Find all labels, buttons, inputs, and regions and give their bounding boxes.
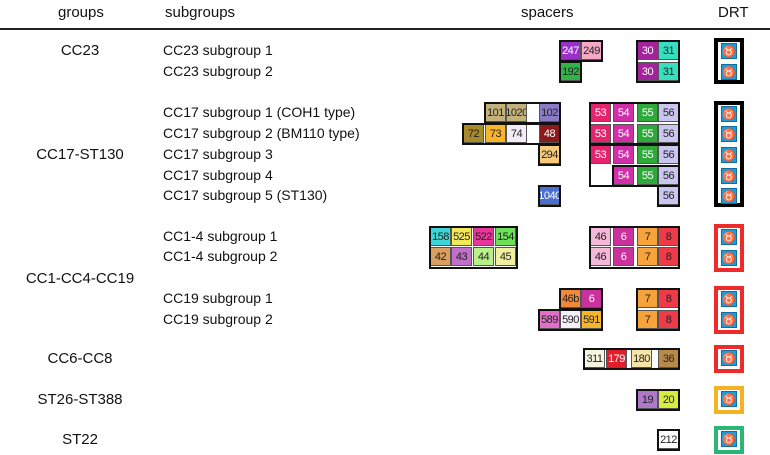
spacer-cell: 54: [613, 124, 634, 143]
subgroup-label: CC17 subgroup 4: [163, 167, 273, 183]
spacer-block-frame: [538, 144, 561, 166]
drt-symbol-icon: ♉: [721, 106, 737, 122]
subgroup-label: CC17 subgroup 1 (COH1 type): [163, 104, 356, 120]
subgroup-label: CC23 subgroup 2: [163, 63, 273, 79]
spacer-block-frame: [559, 288, 603, 310]
header-groups: groups: [58, 4, 104, 21]
header-drt: DRT: [718, 4, 749, 21]
drt-frame: [714, 224, 744, 272]
spacer-cell: 249: [581, 41, 602, 60]
drt-frame: [714, 426, 744, 454]
spacer-block-frame: [559, 61, 582, 83]
spacer-cell: 525: [451, 227, 472, 246]
group-label-cc1-cc4-cc19: CC1-CC4-CC19: [25, 270, 135, 287]
spacer-block-frame: [538, 309, 603, 331]
spacer-cell: 522: [473, 227, 494, 246]
spacer-block-frame: [612, 165, 680, 187]
spacer-block-frame: [538, 185, 561, 207]
spacer-cell: 8: [658, 247, 679, 266]
subgroup-label: CC1-4 subgroup 2: [163, 248, 278, 264]
spacer-block-frame: [636, 288, 680, 331]
header-divider: [0, 28, 770, 30]
subgroup-label: CC17 subgroup 3: [163, 146, 273, 162]
spacer-block-frame: [462, 123, 561, 145]
spacer-block-frame: [589, 102, 680, 145]
drt-symbol-icon: ♉: [721, 250, 737, 266]
group-label-st22: ST22: [62, 431, 98, 448]
header-spacers: spacers: [521, 4, 574, 21]
spacer-cell: 6: [613, 247, 634, 266]
drt-symbol-icon: ♉: [721, 43, 737, 59]
spacer-block-frame: [559, 40, 603, 62]
spacer-cell: 247: [560, 41, 581, 60]
drt-frame: [714, 38, 744, 84]
drt-symbol-icon: ♉: [721, 291, 737, 307]
drt-symbol-icon: ♉: [721, 147, 737, 163]
drt-symbol-icon: ♉: [721, 229, 737, 245]
drt-frame: [714, 101, 744, 207]
drt-symbol-icon: ♉: [721, 168, 737, 184]
drt-frame: [714, 345, 744, 373]
subgroup-label: CC17 subgroup 5 (ST130): [163, 187, 328, 203]
drt-symbol-icon: ♉: [721, 431, 737, 447]
spacer-block-frame: [657, 429, 680, 451]
drt-symbol-icon: ♉: [721, 64, 737, 80]
subgroup-label: CC19 subgroup 1: [163, 290, 273, 306]
spacer-block-frame: [583, 348, 680, 370]
spacer-block-frame: [636, 389, 680, 411]
subgroup-label: CC17 subgroup 2 (BM110 type): [163, 125, 360, 141]
drt-symbol-icon: ♉: [721, 126, 737, 142]
group-label-cc6-cc8: CC6-CC8: [47, 350, 113, 367]
spacer-cell: 43: [451, 247, 472, 266]
spacer-block-frame: [484, 102, 561, 124]
spacer-cell: 180: [631, 349, 652, 368]
drt-symbol-icon: ♉: [721, 312, 737, 328]
spacer-block-frame: [589, 226, 680, 269]
spacer-block-frame: [429, 226, 518, 269]
drt-symbol-icon: ♉: [721, 391, 737, 407]
spacer-cell: 7: [637, 310, 658, 329]
subgroup-label: CC19 subgroup 2: [163, 311, 273, 327]
group-label-cc23: CC23: [60, 42, 100, 59]
header-subgroups: subgroups: [165, 4, 236, 21]
spacer-block-frame: [636, 40, 680, 83]
subgroup-label: CC1-4 subgroup 1: [163, 228, 278, 244]
drt-frame: [714, 286, 744, 334]
drt-frame: [714, 386, 744, 414]
spacer-block-frame: [657, 185, 680, 207]
spacer-cell: 56: [658, 124, 679, 143]
spacer-cell: 44: [473, 247, 494, 266]
drt-symbol-icon: ♉: [721, 350, 737, 366]
subgroup-label: CC23 subgroup 1: [163, 42, 273, 58]
spacer-cell: 45: [495, 247, 516, 266]
spacer-cell: 55: [637, 124, 658, 143]
spacer-cell: 7: [637, 247, 658, 266]
spacer-cell: 1020: [506, 103, 527, 122]
group-label-st26-st388: ST26-ST388: [37, 391, 123, 408]
drt-symbol-icon: ♉: [721, 188, 737, 204]
group-label-cc17-st130: CC17-ST130: [36, 146, 124, 163]
